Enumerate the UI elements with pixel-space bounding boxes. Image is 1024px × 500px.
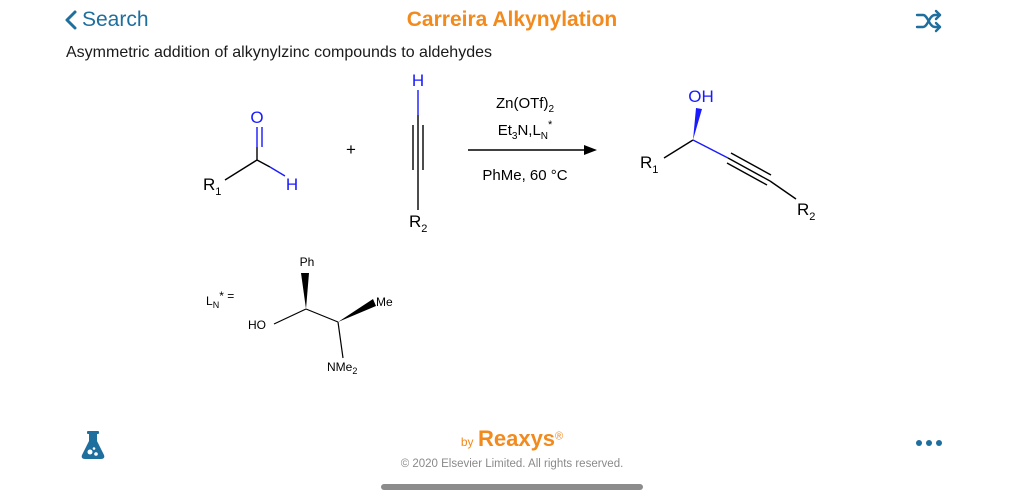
brand-mark: ® (555, 430, 564, 443)
product-hydroxyl: OH (688, 87, 714, 106)
back-label: Search (82, 8, 149, 31)
brand-prefix: by (460, 435, 474, 449)
shuffle-icon (915, 9, 942, 33)
more-icon (916, 440, 942, 446)
ligand-amine: NMe2 (327, 360, 357, 376)
aldehyde-r1: R1 (203, 175, 221, 198)
plus-sign: + (346, 140, 356, 159)
ligand-methyl: Me (376, 295, 393, 309)
ligand-hydroxyl: HO (248, 318, 266, 332)
aldehyde-oxygen: O (250, 108, 263, 127)
reaxys-brand: by Reaxys® (0, 426, 1024, 452)
brand-name: Reaxys (477, 426, 556, 451)
condition-reagent-1: Zn(OTf)2 (496, 95, 555, 115)
alkyne-r2: R2 (409, 212, 427, 235)
condition-reagent-2: Et3N,LN* (498, 119, 553, 142)
condition-solvent-temp: PhMe, 60 °C (482, 167, 567, 184)
alkyne-hydrogen: H (412, 71, 424, 90)
copyright-text: © 2020 Elsevier Limited. All rights rese… (400, 458, 624, 470)
reaction-description: Asymmetric addition of alkynylzinc compo… (66, 44, 492, 61)
chevron-left-icon (65, 10, 77, 30)
page-title: Carreira Alkynylation (406, 8, 618, 31)
flask-button[interactable] (80, 430, 106, 460)
flask-icon (81, 431, 105, 459)
nav-bar: Search Carreira Alkynylation (0, 0, 1024, 42)
product-r1: R1 (640, 153, 658, 176)
reaction-scheme: O H R1 + H R2 Zn(OTf)2 Et3N,LN* PhMe, 60… (203, 71, 815, 376)
ligand-phenyl: Ph (300, 255, 315, 269)
ligand-label: LN* = (206, 289, 234, 310)
product-structure: R1 OH R2 (640, 87, 815, 223)
ligand-structure: LN* = Ph HO Me NMe2 (206, 255, 393, 376)
aldehyde-hydrogen: H (286, 175, 298, 194)
product-r2: R2 (797, 200, 815, 223)
aldehyde-structure: O H R1 (203, 108, 298, 198)
more-button[interactable] (914, 436, 944, 448)
reaction-conditions: Zn(OTf)2 Et3N,LN* PhMe, 60 °C (468, 95, 597, 184)
shuffle-button[interactable] (914, 9, 944, 33)
alkyne-structure: H R2 (409, 71, 427, 235)
back-button[interactable]: Search (64, 8, 149, 32)
home-indicator[interactable] (381, 484, 643, 490)
